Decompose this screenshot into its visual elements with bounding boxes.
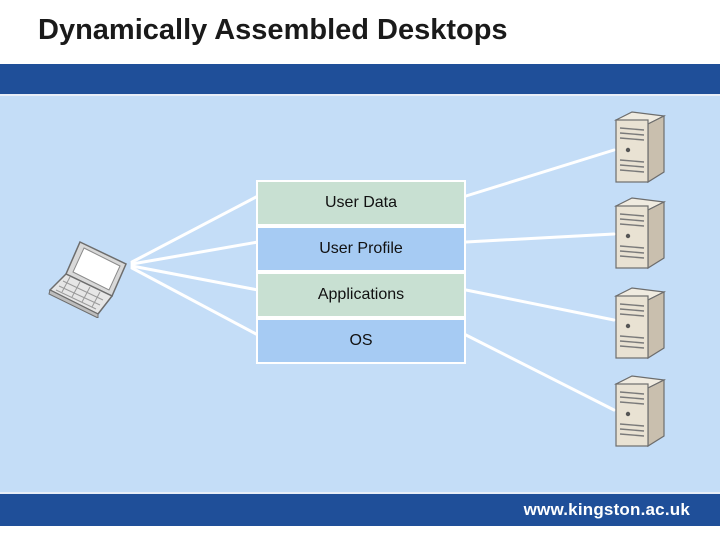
server-tower-icon-1	[613, 111, 667, 184]
desktop-layer-stack: User Data User Profile Applications OS	[256, 180, 466, 364]
header-band	[0, 64, 720, 94]
laptop-link-3	[130, 264, 260, 292]
laptop-link-4	[130, 266, 260, 337]
layer-user-data: User Data	[256, 180, 466, 226]
server-link-1	[464, 148, 616, 198]
laptop-link-2	[130, 240, 260, 266]
server-link-2	[464, 232, 616, 244]
server-tower-icon-2	[613, 197, 667, 270]
laptop-icon	[48, 240, 127, 318]
footer-band-divider	[0, 492, 720, 494]
server-tower-icon-3	[613, 287, 667, 360]
footer-url: www.kingston.ac.uk	[523, 500, 690, 519]
server-tower-icon-4	[613, 375, 667, 448]
laptop-link-1	[130, 194, 260, 264]
footer-band	[0, 494, 720, 526]
slide-title: Dynamically Assembled Desktops	[38, 14, 508, 46]
layer-user-profile: User Profile	[256, 226, 466, 272]
server-link-3	[464, 288, 616, 322]
header-band-divider	[0, 94, 720, 96]
layer-os: OS	[256, 318, 466, 364]
layer-applications: Applications	[256, 272, 466, 318]
server-link-4	[464, 333, 616, 412]
